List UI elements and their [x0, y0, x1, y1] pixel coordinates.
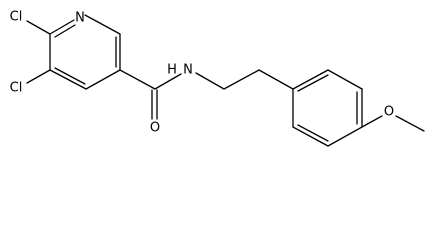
amide-nitrogen-label: N — [183, 63, 193, 78]
bond-carbonyl-n — [154, 73, 182, 90]
bond-c6-cl — [26, 20, 51, 35]
benzene-ring — [292, 69, 363, 147]
chemical-structure-diagram: N Cl Cl N H O O — [9, 9, 425, 147]
bond-b2-b3 — [327, 69, 363, 90]
methoxy-oxygen-label: O — [384, 105, 394, 120]
bond-c6-n1-inner — [54, 24, 76, 38]
bond-b4-o — [361, 115, 383, 128]
bond-b4-b5 — [327, 126, 363, 147]
bond-c3-carbonyl — [119, 69, 156, 90]
bond-c6-n1 — [49, 19, 75, 35]
structure-svg: N Cl Cl N H O O — [10, 10, 425, 147]
bond-b5-b6-inner — [297, 124, 329, 142]
bond-c4-c5-inner — [54, 67, 86, 85]
bond-n1-c2 — [84, 14, 121, 35]
bond-c4-c5 — [49, 69, 87, 90]
bond-ch2-aryl — [258, 69, 294, 90]
bond-b1-b2 — [292, 69, 329, 90]
bond-ch2-ch2 — [223, 69, 260, 90]
bond-n-ch2 — [195, 72, 225, 90]
ethyl-linker — [195, 69, 294, 90]
bond-b1-b2-inner — [297, 74, 329, 92]
bond-c5-cl — [26, 69, 51, 84]
amide-group — [119, 69, 182, 120]
ring-nitrogen-label: N — [75, 11, 85, 26]
chlorine-top-label: Cl — [10, 10, 23, 25]
bond-c3-c4 — [85, 69, 121, 90]
bond-b5-b6 — [292, 126, 329, 147]
pyridine-ring — [49, 14, 121, 90]
bond-o-ch3 — [395, 115, 425, 132]
carbonyl-oxygen-label: O — [150, 121, 160, 136]
amide-hydrogen-label: H — [167, 63, 177, 78]
chlorine-bottom-label: Cl — [10, 81, 23, 96]
